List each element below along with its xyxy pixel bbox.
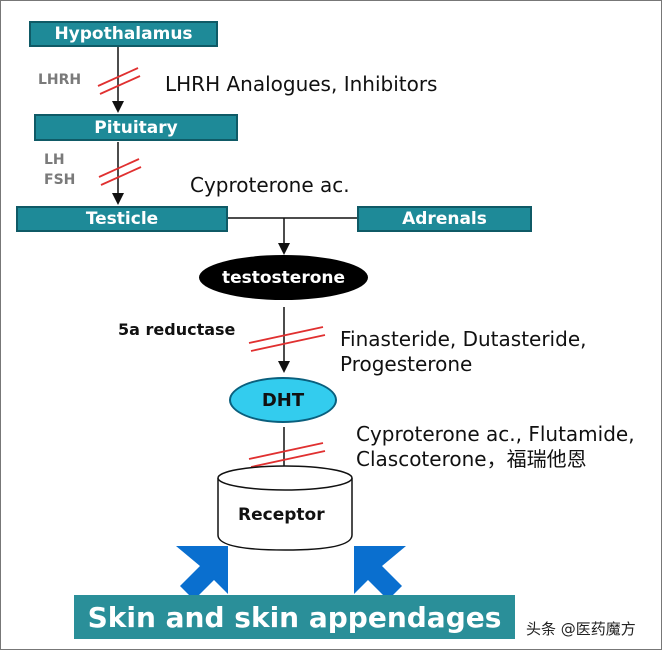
- reductase-drugs-line2: Progesterone: [340, 352, 473, 376]
- skin-appendages-banner: Skin and skin appendages: [74, 595, 515, 639]
- reductase-drugs-line1: Finasteride, Dutasteride,: [340, 327, 587, 351]
- blue-arrow-left: [176, 546, 228, 600]
- watermark: 头条 @医药魔方: [526, 620, 636, 638]
- block-mark-lh-fsh: [98, 158, 142, 186]
- testicle-box: Testicle: [16, 206, 228, 232]
- lh-label: LH: [44, 152, 65, 168]
- lhrh-label: LHRH: [38, 72, 82, 88]
- hypothalamus-box: Hypothalamus: [29, 21, 218, 47]
- pituitary-box: Pituitary: [34, 114, 238, 141]
- receptor-label: Receptor: [238, 505, 325, 525]
- block-mark-lhrh: [97, 67, 141, 95]
- receptor-cylinder: [217, 465, 353, 551]
- 5a-reductase-label: 5a reductase: [118, 320, 236, 339]
- blue-arrow-right: [354, 546, 406, 600]
- receptor-drugs-line2: Clascoterone，福瑞他恩: [356, 447, 587, 471]
- block-mark-reductase: [248, 326, 326, 352]
- testosterone-node: testosterone: [199, 255, 368, 300]
- dht-node: DHT: [229, 377, 337, 423]
- adrenals-box: Adrenals: [357, 206, 532, 232]
- lhrh-drugs-text: LHRH Analogues, Inhibitors: [165, 72, 438, 96]
- receptor-drugs-line1: Cyproterone ac., Flutamide,: [356, 422, 635, 446]
- cyproterone-text: Cyproterone ac.: [190, 173, 350, 197]
- fsh-label: FSH: [44, 172, 76, 188]
- block-mark-receptor: [248, 442, 326, 468]
